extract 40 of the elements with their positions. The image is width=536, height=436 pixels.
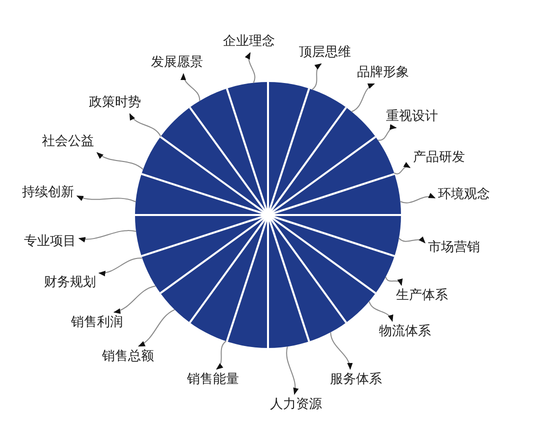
arrow xyxy=(78,230,136,242)
label-text: 发展愿景 xyxy=(151,55,203,71)
label-text: 品牌形象 xyxy=(357,65,409,81)
arrow xyxy=(181,73,200,102)
label-text: 财务规划 xyxy=(44,275,96,291)
label-text: 市场营销 xyxy=(428,240,480,256)
arrow xyxy=(76,195,136,202)
arrow xyxy=(398,236,426,244)
label-text: 持续创新 xyxy=(22,185,74,201)
arrow xyxy=(286,346,298,395)
arrow xyxy=(351,83,375,112)
label-text: 销售能量 xyxy=(187,372,239,388)
label-text: 服务体系 xyxy=(330,372,382,388)
arrow xyxy=(98,258,143,276)
label-text: 人力资源 xyxy=(270,397,322,413)
label-text: 产品研发 xyxy=(413,150,465,166)
arrow xyxy=(368,300,393,322)
arrow xyxy=(129,113,162,137)
label-text: 政策时势 xyxy=(89,95,141,111)
arrow xyxy=(312,63,322,90)
label-text: 销售利润 xyxy=(71,315,123,331)
label-text: 销售总额 xyxy=(102,349,154,365)
arrow xyxy=(377,124,397,141)
label-text: 专业项目 xyxy=(24,234,76,250)
label-text: 社会公益 xyxy=(42,134,94,150)
arrow xyxy=(96,152,144,170)
arrow xyxy=(394,162,411,174)
label-text: 环境观念 xyxy=(438,187,490,203)
arrow xyxy=(113,286,156,314)
arrow xyxy=(400,193,436,204)
arrow xyxy=(138,309,176,347)
arrow xyxy=(385,276,402,286)
label-text: 生产体系 xyxy=(396,288,448,304)
label-text: 重视设计 xyxy=(386,109,438,125)
label-text: 企业理念 xyxy=(223,34,275,50)
label-text: 顶层思维 xyxy=(299,45,351,61)
arrow xyxy=(216,340,226,370)
label-text: 物流体系 xyxy=(379,324,431,340)
arrow xyxy=(245,52,256,84)
arrow xyxy=(330,332,352,370)
